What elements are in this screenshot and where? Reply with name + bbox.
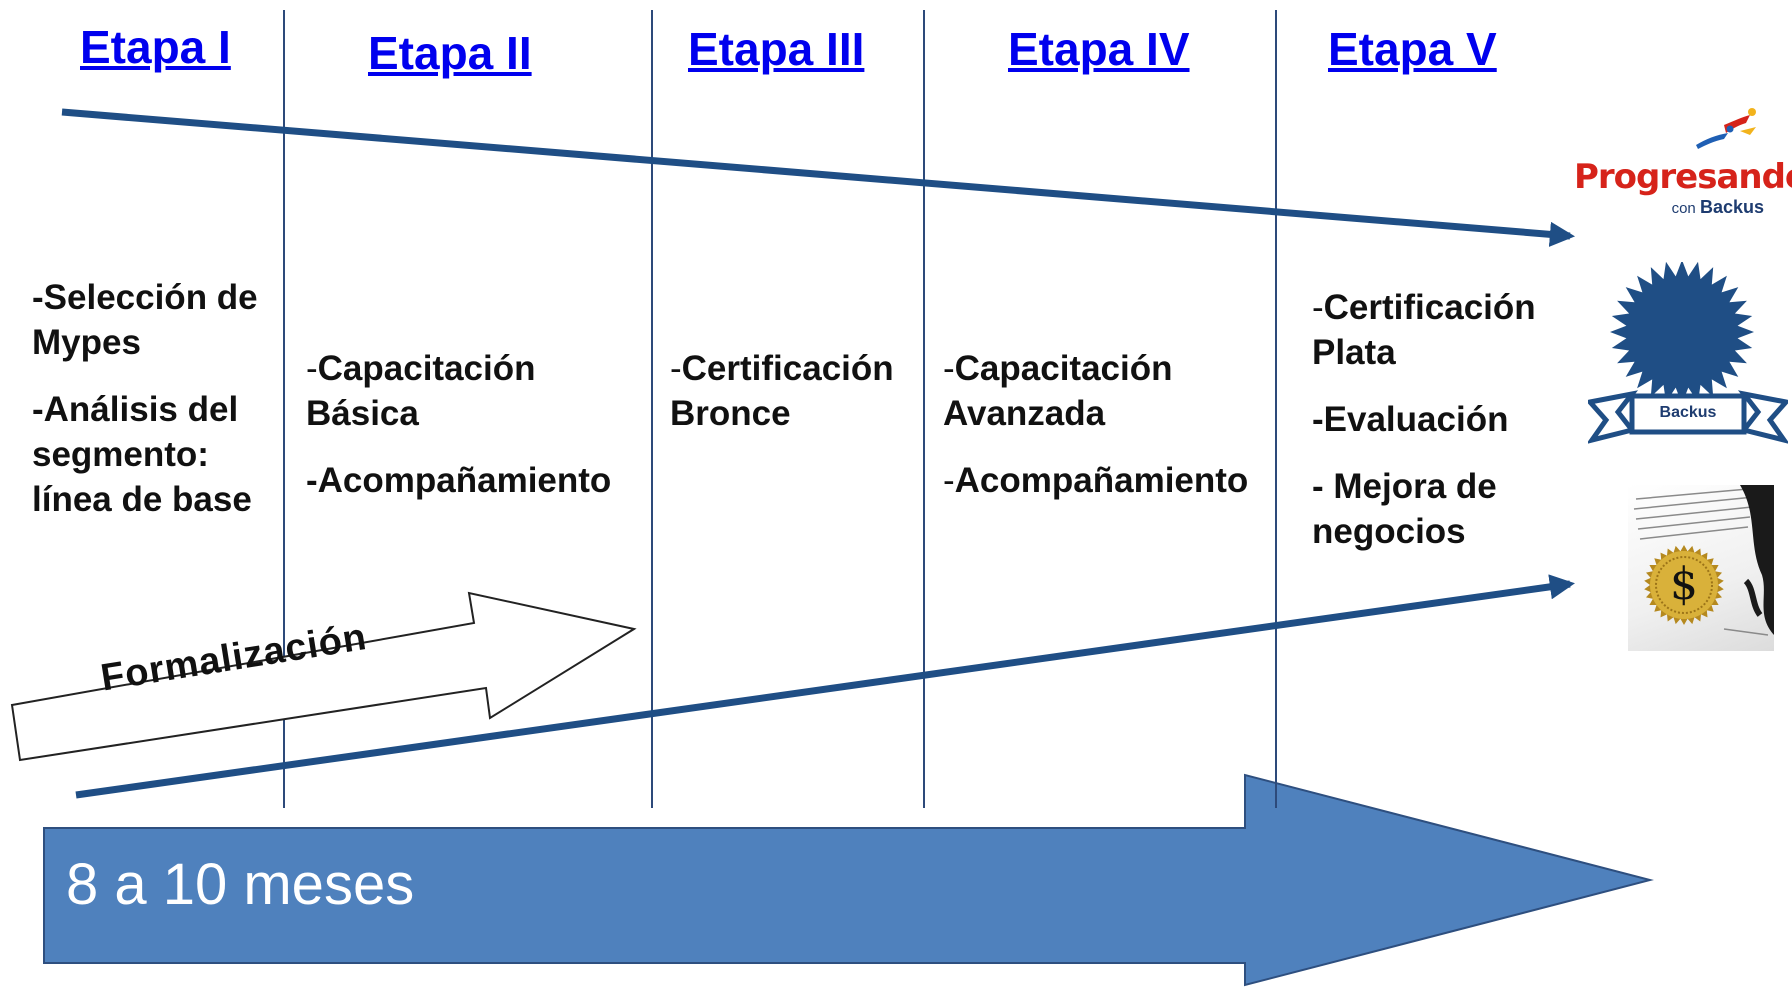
medal-logo: Backus — [1588, 262, 1788, 447]
gold-seal-icon — [1644, 545, 1724, 625]
etapa-3-activities: -Certificación Bronce — [670, 346, 920, 458]
activity-acompanamiento-avanzado: -Acompañamiento — [943, 458, 1273, 503]
dash: - — [1312, 288, 1324, 327]
progresando-sub-brand: Backus — [1699, 197, 1764, 217]
certificate-text-lines — [1633, 485, 1774, 636]
medal-ribbon-label: Backus — [1659, 404, 1717, 421]
formalizacion-arrow — [10, 591, 637, 762]
bottom-trend-arrow — [75, 574, 1575, 799]
activity-text: Capacitación Avanzada — [943, 349, 1173, 433]
progresando-logo: Progresando con Backus — [1574, 105, 1792, 225]
activity-certificacion-bronce: -Certificación Bronce — [670, 346, 920, 436]
etapa-1-activities: -Selección de Mypes -Análisis del segmen… — [32, 275, 277, 544]
duration-arrow — [43, 773, 1654, 987]
certificate-photo: $ — [1628, 485, 1774, 651]
progresando-subtitle: con Backus — [1672, 197, 1764, 218]
stage-title-etapa-4[interactable]: Etapa IV — [1008, 23, 1190, 75]
etapa-4-activities: -Capacitación Avanzada -Acompañamiento — [943, 346, 1273, 525]
activity-text: Capacitación Básica — [306, 349, 536, 433]
activity-acompanamiento: -Acompañamiento — [306, 461, 612, 500]
activity-text: Acompañamiento — [954, 461, 1249, 500]
medal-icon — [1588, 262, 1788, 444]
dollar-sign-icon: $ — [1670, 559, 1698, 610]
activity-seleccion-mypes: -Selección de Mypes — [32, 278, 258, 362]
top-trend-arrow — [61, 108, 1576, 247]
duration-label: 8 a 10 meses — [66, 852, 415, 917]
dash: - — [670, 349, 682, 388]
progresando-sub-prefix: con — [1671, 200, 1696, 217]
progresando-wordmark: Progresando — [1574, 157, 1792, 197]
activity-capacitacion-avanzada: -Capacitación Avanzada — [943, 346, 1273, 436]
stage-title-etapa-2[interactable]: Etapa II — [368, 27, 532, 79]
stage-title-etapa-5[interactable]: Etapa V — [1328, 23, 1497, 75]
runner-icon — [1696, 108, 1756, 149]
etapa-2-activities: -Capacitación Básica -Acompañamiento — [306, 346, 651, 525]
medal-starburst — [1610, 262, 1754, 404]
dash: - — [943, 461, 955, 500]
etapa-5-activities: -Certificación Plata -Evaluación - Mejor… — [1312, 285, 1572, 576]
activity-certificacion-plata: -Certificación Plata — [1312, 285, 1572, 375]
stage-title-etapa-3[interactable]: Etapa III — [688, 23, 865, 75]
activity-mejora-negocios: - Mejora de negocios — [1312, 467, 1497, 551]
activity-evaluacion: -Evaluación — [1312, 400, 1509, 439]
activity-text: Certificación Bronce — [670, 349, 894, 433]
activity-capacitacion-basica: -Capacitación Básica — [306, 346, 651, 436]
activity-text: Certificación Plata — [1312, 288, 1536, 372]
activity-analisis-segmento: -Análisis del segmento: línea de base — [32, 390, 252, 519]
dash: - — [306, 349, 318, 388]
dash: - — [943, 349, 955, 388]
stage-title-etapa-1[interactable]: Etapa I — [80, 21, 231, 73]
